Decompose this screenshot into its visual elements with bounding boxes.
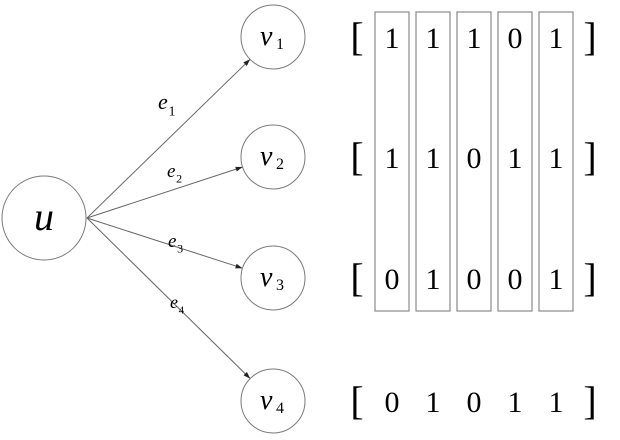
target-node-label: v — [260, 141, 273, 172]
edge-arrow-3 — [86, 217, 243, 269]
edge-arrow-2 — [86, 166, 243, 219]
bit-cell: 0 — [385, 386, 400, 419]
close-bracket: ] — [583, 134, 596, 179]
target-node-label: v — [260, 262, 273, 293]
edge-label-subscript: 2 — [176, 172, 182, 186]
bit-cell: 1 — [549, 142, 564, 175]
bit-cell: 1 — [508, 142, 523, 175]
bit-cell: 0 — [467, 386, 482, 419]
open-bracket: [ — [350, 14, 363, 59]
edge-label-letter: e — [167, 161, 175, 182]
open-bracket: [ — [350, 255, 363, 300]
target-node-circle — [240, 368, 306, 434]
target-node-circle — [240, 4, 306, 70]
bit-cell: 1 — [549, 386, 564, 419]
edge-label-letter: e — [168, 231, 176, 252]
bit-cell: 1 — [426, 142, 441, 175]
bit-cell: 1 — [467, 22, 482, 55]
target-node-label: v — [260, 385, 273, 416]
bit-cell: 0 — [467, 263, 482, 296]
edge-label-letter: e — [170, 292, 178, 312]
source-node-label: u — [34, 194, 54, 239]
close-bracket: ] — [583, 255, 596, 300]
target-node-subscript: 3 — [276, 277, 284, 294]
bit-cell: 0 — [385, 263, 400, 296]
bit-cell: 0 — [508, 263, 523, 296]
source-node: u — [1, 175, 87, 261]
edge-label-subscript: 4 — [179, 304, 185, 316]
bit-cell: 1 — [426, 386, 441, 419]
bit-cell: 1 — [385, 22, 400, 55]
bit-cell: 1 — [426, 263, 441, 296]
column-box-1 — [374, 11, 410, 312]
edge-arrow-4 — [86, 217, 251, 379]
target-node-subscript: 1 — [276, 36, 284, 53]
bit-cell: 0 — [467, 142, 482, 175]
bit-cell: 0 — [508, 22, 523, 55]
column-box-4 — [497, 11, 533, 312]
column-box-5 — [538, 11, 574, 312]
bit-cell: 1 — [508, 386, 523, 419]
target-node-subscript: 2 — [276, 156, 284, 173]
open-bracket: [ — [350, 378, 363, 423]
bit-cell: 1 — [385, 142, 400, 175]
target-node-circle — [240, 124, 306, 190]
edge-label-letter: e — [158, 89, 168, 114]
bit-cell: 1 — [549, 22, 564, 55]
target-node-circle — [240, 245, 306, 311]
column-box-3 — [456, 11, 492, 312]
close-bracket: ] — [583, 14, 596, 59]
source-node-circle — [1, 175, 87, 261]
edges — [86, 58, 251, 379]
column-highlight-boxes — [374, 11, 574, 312]
close-bracket: ] — [583, 378, 596, 423]
target-node-label: v — [260, 21, 273, 52]
bit-cell: 1 — [426, 22, 441, 55]
column-box-2 — [415, 11, 451, 312]
open-bracket: [ — [350, 134, 363, 179]
edge-label-subscript: 3 — [177, 242, 183, 256]
bit-cell: 1 — [549, 263, 564, 296]
target-node-subscript: 4 — [276, 400, 284, 417]
edge-arrow-1 — [86, 58, 251, 219]
edge-label-subscript: 1 — [169, 105, 176, 120]
